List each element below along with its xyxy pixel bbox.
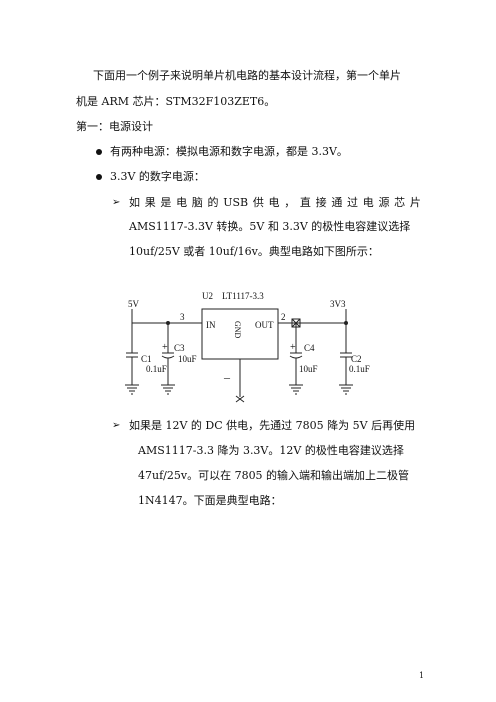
c4-plus-sign: + [290,342,296,353]
sub1-line-1-glyph: 过 [347,196,359,209]
sub1-line-1-glyph: 如 [129,196,140,209]
sub1-line-1-glyph: USB [223,196,249,209]
c4-value: 10uF [299,364,318,374]
input-voltage-label: 5V [128,299,140,309]
c1-value: 0.1uF [146,364,167,374]
sub1-line-1-glyph: 电 [268,196,280,209]
regulator-part-label: LT1117-3.3 [222,291,264,301]
output-voltage-label: 3V3 [330,299,346,309]
pin-out-number: 2 [281,312,286,322]
c2-value: 0.1uF [349,364,370,374]
sub1-line-1-glyph: 供 [252,196,264,209]
sub2-line-2: AMS1117-3.3 降为 3.3V。12V 的极性电容建议选择 [138,444,404,457]
pin-out-name: OUT [255,320,274,330]
section-heading-power: 第一：电源设计 [76,120,153,133]
sub1-line-1-glyph: 片 [409,196,421,209]
ground-symbol-c3 [161,384,175,395]
sub2-line-1: 如果是 12V 的 DC 供电，先通过 7805 降为 5V 后再使用 [129,419,416,432]
intro-line-1: 下面用一个例子来说明单片机电路的基本设计流程，第一个单片 [93,69,401,82]
ground-symbol-c1 [125,384,139,395]
c4-ref: C4 [304,343,315,353]
c3-ref: C3 [174,343,185,353]
sub2-line-3: 47uf/25v。可以在 7805 的输入端和输出端加上二极管 [138,469,410,482]
sub1-line-1-glyph: 脑 [191,196,203,209]
junction-dot-c2 [344,321,348,325]
sub1-line-1-glyph: 是 [160,196,172,209]
c1-ref: C1 [141,354,152,364]
sub1-line-2: AMS1117-3.3V 转换。5V 和 3.3V 的极性电容建议选择 [129,220,411,233]
sub1-line-1-glyph: ， [284,196,296,209]
bullet-2-text: 3.3V 的数字电源： [110,170,205,183]
pin-in-number: 3 [180,312,185,322]
regulator-ref-label: U2 [202,291,213,301]
junction-dot-c3 [166,321,170,325]
ldo-regulator-schematic: U2 LT1117-3.3 5V 3V3 3 2 IN OUT GND – + … [125,291,370,403]
regulator-minus-sign: – [223,370,231,384]
sub1-line-1-glyph: 通 [331,196,343,209]
sub1-line-1-glyph: 果 [144,196,156,209]
sub1-line-1-glyph: 直 [299,196,311,209]
arrow-bullet-icon: ➢ [112,420,121,431]
sub1-line-1-glyph: 电 [176,196,188,209]
sub1-line-3: 10uf/25V 或者 10uf/16v。典型电路如下图所示： [129,245,379,258]
sub1-line-1-glyph: 芯 [394,196,406,209]
c4-plate-bottom [289,355,303,359]
bullet-dot-2 [96,174,102,180]
pin-gnd-name: GND [233,321,242,339]
ground-symbol-c2 [339,384,353,395]
sub1-line-1-glyph: 的 [207,196,219,209]
c3-value: 10uF [178,354,197,364]
pin-in-name: IN [206,320,216,330]
c3-plate-bottom [161,355,175,359]
sub1-line-1-glyph: 源 [378,196,390,209]
sub1-line-1-glyph: 接 [315,196,327,209]
bullet-dot-1 [96,149,102,155]
page-number: 1 [419,671,425,680]
no-connect-marker [291,318,301,328]
sub2-line-4: 1N4147。下面是典型电路： [138,494,282,507]
arrow-bullet-icon: ➢ [112,197,121,208]
bullet-1-text: 有两种电源：模拟电源和数字电源，都是 3.3V。 [110,145,348,158]
intro-line-2: 机是 ARM 芯片：STM32F103ZET6。 [76,95,276,108]
c3-plus-sign: + [162,342,168,353]
sub1-line-1-glyph: 电 [362,196,374,209]
ground-symbol-c4 [289,384,303,395]
c2-ref: C2 [351,354,362,364]
